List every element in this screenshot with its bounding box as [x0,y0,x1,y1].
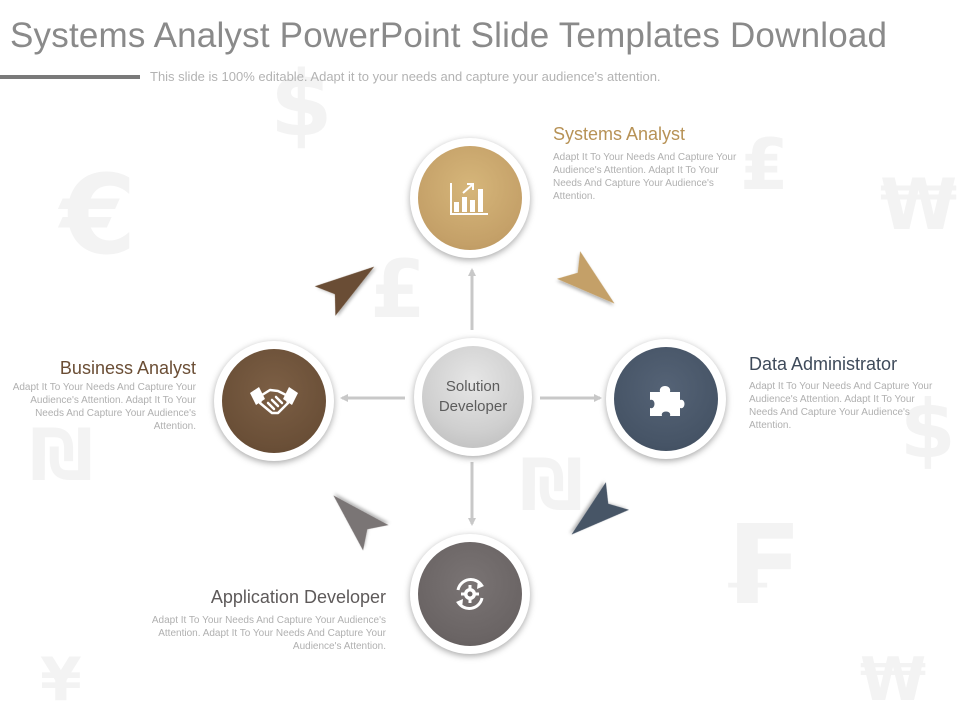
center-label: Solution Developer [439,377,507,417]
bar-chart-growth-icon [450,183,488,215]
description-systems-analyst: Adapt It To Your Needs And Capture Your … [553,152,737,202]
shekel-watermark-icon: ₪ [30,414,94,496]
title-underline [0,75,140,79]
center-node-face: Solution Developer [422,346,524,448]
center-label-line1: Solution [445,378,501,395]
node-business-analyst-face [222,349,326,453]
arrow-gold-downright [556,251,615,304]
franc-watermark-icon: ₣ [720,501,797,629]
arrow-gray-upleft [333,495,389,551]
description-data-administrator: Adapt It To Your Needs And Capture Your … [749,381,933,431]
arrow-slate-downleft [571,482,630,535]
heading-application-developer: Application Developer [210,587,386,607]
lira-watermark-icon: ₤ [740,124,789,206]
description-business-analyst: Adapt It To Your Needs And Capture Your … [12,382,196,432]
node-systems-analyst [410,138,530,258]
description-application-developer: Adapt It To Your Needs And Capture Your … [151,615,386,652]
node-systems-analyst-face [418,146,522,250]
dollar-watermark-icon: $ [270,52,333,157]
node-business-analyst [214,341,334,461]
node-application-developer-face [418,542,522,646]
heading-data-administrator: Data Administrator [749,354,898,374]
puzzle-piece-icon [650,386,685,416]
heading-business-analyst: Business Analyst [59,358,196,378]
heading-systems-analyst: Systems Analyst [553,124,686,144]
gear-refresh-icon [456,578,484,610]
won-watermark-icon: ₩ [880,164,958,246]
node-application-developer [410,534,530,654]
node-data-administrator-face [614,347,718,451]
center-label-line2: Developer [438,398,508,415]
won-watermark-icon-2: ₩ [860,645,927,715]
pound-watermark-icon: £ [370,243,426,336]
shekel-watermark-icon-2: ₪ [520,444,584,526]
euro-watermark-icon: € [60,151,137,279]
slide-subtitle: This slide is 100% editable. Adapt it to… [150,69,661,84]
handshake-icon [250,387,298,415]
yen-watermark-icon: ¥ [40,645,82,715]
node-data-administrator [606,339,726,459]
slide-title: Systems Analyst PowerPoint Slide Templat… [10,16,888,55]
arrow-brown-upright [314,266,375,316]
center-node: Solution Developer [414,338,532,456]
dollar-watermark-icon-2: $ [900,383,956,476]
